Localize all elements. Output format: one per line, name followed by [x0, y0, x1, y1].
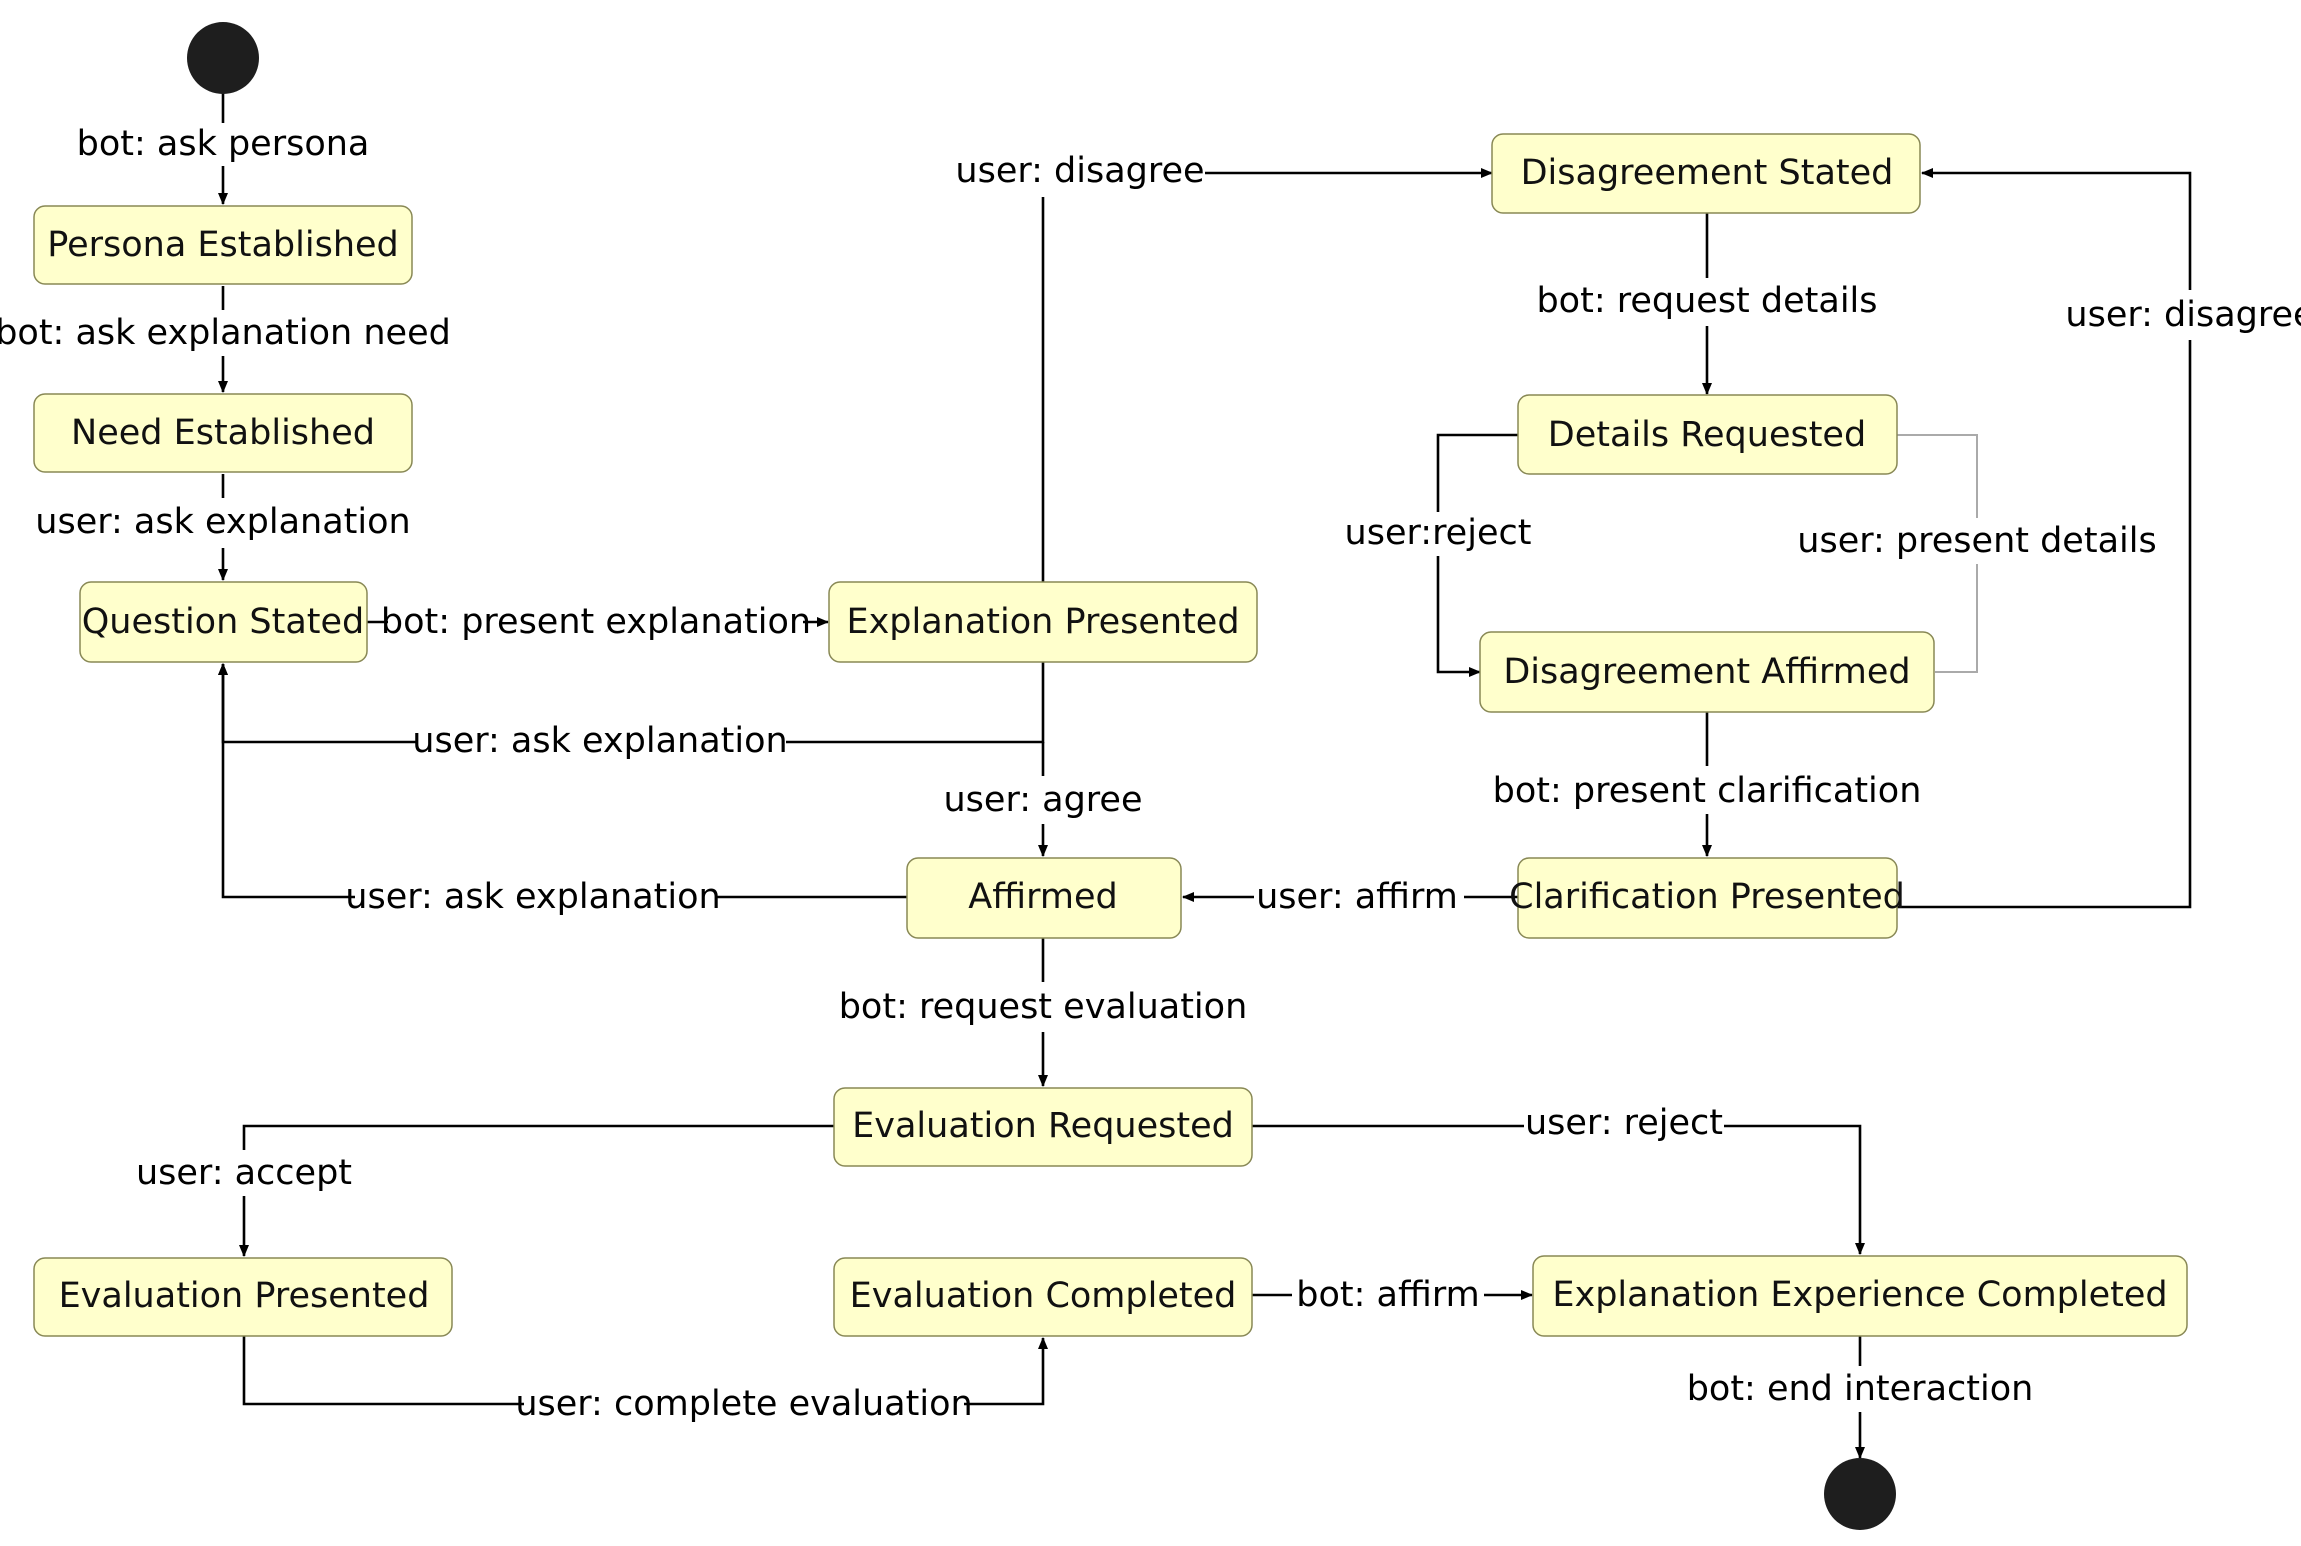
edge-details-to-affirmed-reject-arrow	[1436, 556, 1481, 677]
edge-details-to-affirmed-present-lower	[1935, 564, 1978, 673]
label-bot-affirm: bot: affirm	[1296, 1275, 1479, 1315]
label-user-affirm: user: affirm	[1256, 877, 1458, 917]
label-user-accept: user: accept	[136, 1153, 352, 1193]
state-question-stated[interactable]: Question Stated	[79, 581, 368, 663]
state-explanation-experience-completed[interactable]: Explanation Experience Completed	[1532, 1255, 2188, 1337]
edge-evalreq-to-experience-arrow	[1724, 1124, 1865, 1255]
edge-clarification-to-disagreement	[1897, 340, 2192, 909]
state-need-established[interactable]: Need Established	[33, 393, 413, 473]
edge-evalpresented-to-completed-arrow	[964, 1337, 1048, 1406]
state-disagreement-affirmed[interactable]: Disagreement Affirmed	[1479, 631, 1935, 713]
state-details-requested[interactable]: Details Requested	[1517, 394, 1898, 475]
label-user-ask-explanation: user: ask explanation	[35, 502, 410, 542]
edges	[218, 92, 2192, 1459]
label-request-evaluation: bot: request evaluation	[839, 987, 1248, 1027]
state-label: Disagreement Affirmed	[1503, 652, 1910, 692]
label-user-disagree: user: disagree	[955, 151, 1204, 191]
label-complete-evaluation: user: complete evaluation	[515, 1384, 972, 1424]
start-node	[187, 22, 259, 94]
state-evaluation-completed[interactable]: Evaluation Completed	[833, 1257, 1253, 1337]
state-clarification-presented[interactable]: Clarification Presented	[1509, 857, 1905, 939]
state-explanation-presented[interactable]: Explanation Presented	[828, 581, 1258, 663]
label-request-details: bot: request details	[1536, 281, 1877, 321]
label-user-agree: user: agree	[944, 780, 1143, 820]
state-label: Evaluation Presented	[59, 1276, 430, 1316]
end-node	[1824, 1458, 1896, 1530]
label-user-ask-explanation-3: user: ask explanation	[345, 877, 720, 917]
label-present-explanation: bot: present explanation	[381, 602, 811, 642]
state-label: Affirmed	[968, 877, 1117, 917]
state-label: Evaluation Completed	[850, 1276, 1237, 1316]
state-label: Need Established	[71, 413, 375, 453]
edge-evalpresented-to-completed	[242, 1336, 524, 1406]
state-label: Explanation Experience Completed	[1552, 1275, 2167, 1315]
label-ask-persona: bot: ask persona	[77, 124, 370, 164]
edge-affirmedstate-to-question-arrow	[218, 663, 355, 899]
label-ask-explanation-need: bot: ask explanation need	[0, 313, 451, 353]
label-present-clarification: bot: present clarification	[1493, 771, 1922, 811]
state-label: Clarification Presented	[1509, 877, 1905, 917]
edge-labels: bot: ask persona bot: ask explanation ne…	[0, 124, 2301, 1424]
edge-explanation-to-question-arrow	[218, 663, 418, 744]
edge-details-to-affirmed-reject	[1436, 433, 1518, 512]
state-evaluation-requested[interactable]: Evaluation Requested	[833, 1087, 1253, 1167]
edge-explanation-to-question	[786, 662, 1045, 744]
state-label: Disagreement Stated	[1521, 153, 1894, 193]
edge-evalreq-to-evalpresented	[242, 1124, 834, 1150]
states: Persona Established Need Established Que…	[33, 133, 2188, 1337]
state-label: Explanation Presented	[846, 602, 1239, 642]
state-disagreement-stated[interactable]: Disagreement Stated	[1491, 133, 1921, 214]
state-affirmed[interactable]: Affirmed	[906, 857, 1182, 939]
label-end-interaction: bot: end interaction	[1687, 1369, 2034, 1409]
state-persona-established[interactable]: Persona Established	[33, 205, 413, 285]
label-user-ask-explanation-2: user: ask explanation	[412, 721, 787, 761]
label-user-reject-2: user: reject	[1525, 1103, 1723, 1143]
state-label: Persona Established	[47, 225, 399, 265]
edge-details-to-affirmed-present	[1897, 434, 1978, 518]
edge-clarification-to-disagreement-arrow	[1921, 168, 2192, 290]
state-label: Details Requested	[1548, 415, 1866, 455]
state-label: Question Stated	[82, 602, 365, 642]
state-evaluation-presented[interactable]: Evaluation Presented	[33, 1257, 453, 1337]
label-user-reject: user:reject	[1345, 513, 1532, 553]
state-label: Evaluation Requested	[852, 1106, 1234, 1146]
label-present-details: user: present details	[1797, 521, 2156, 561]
label-user-disagree-2: user: disagree	[2065, 295, 2301, 335]
